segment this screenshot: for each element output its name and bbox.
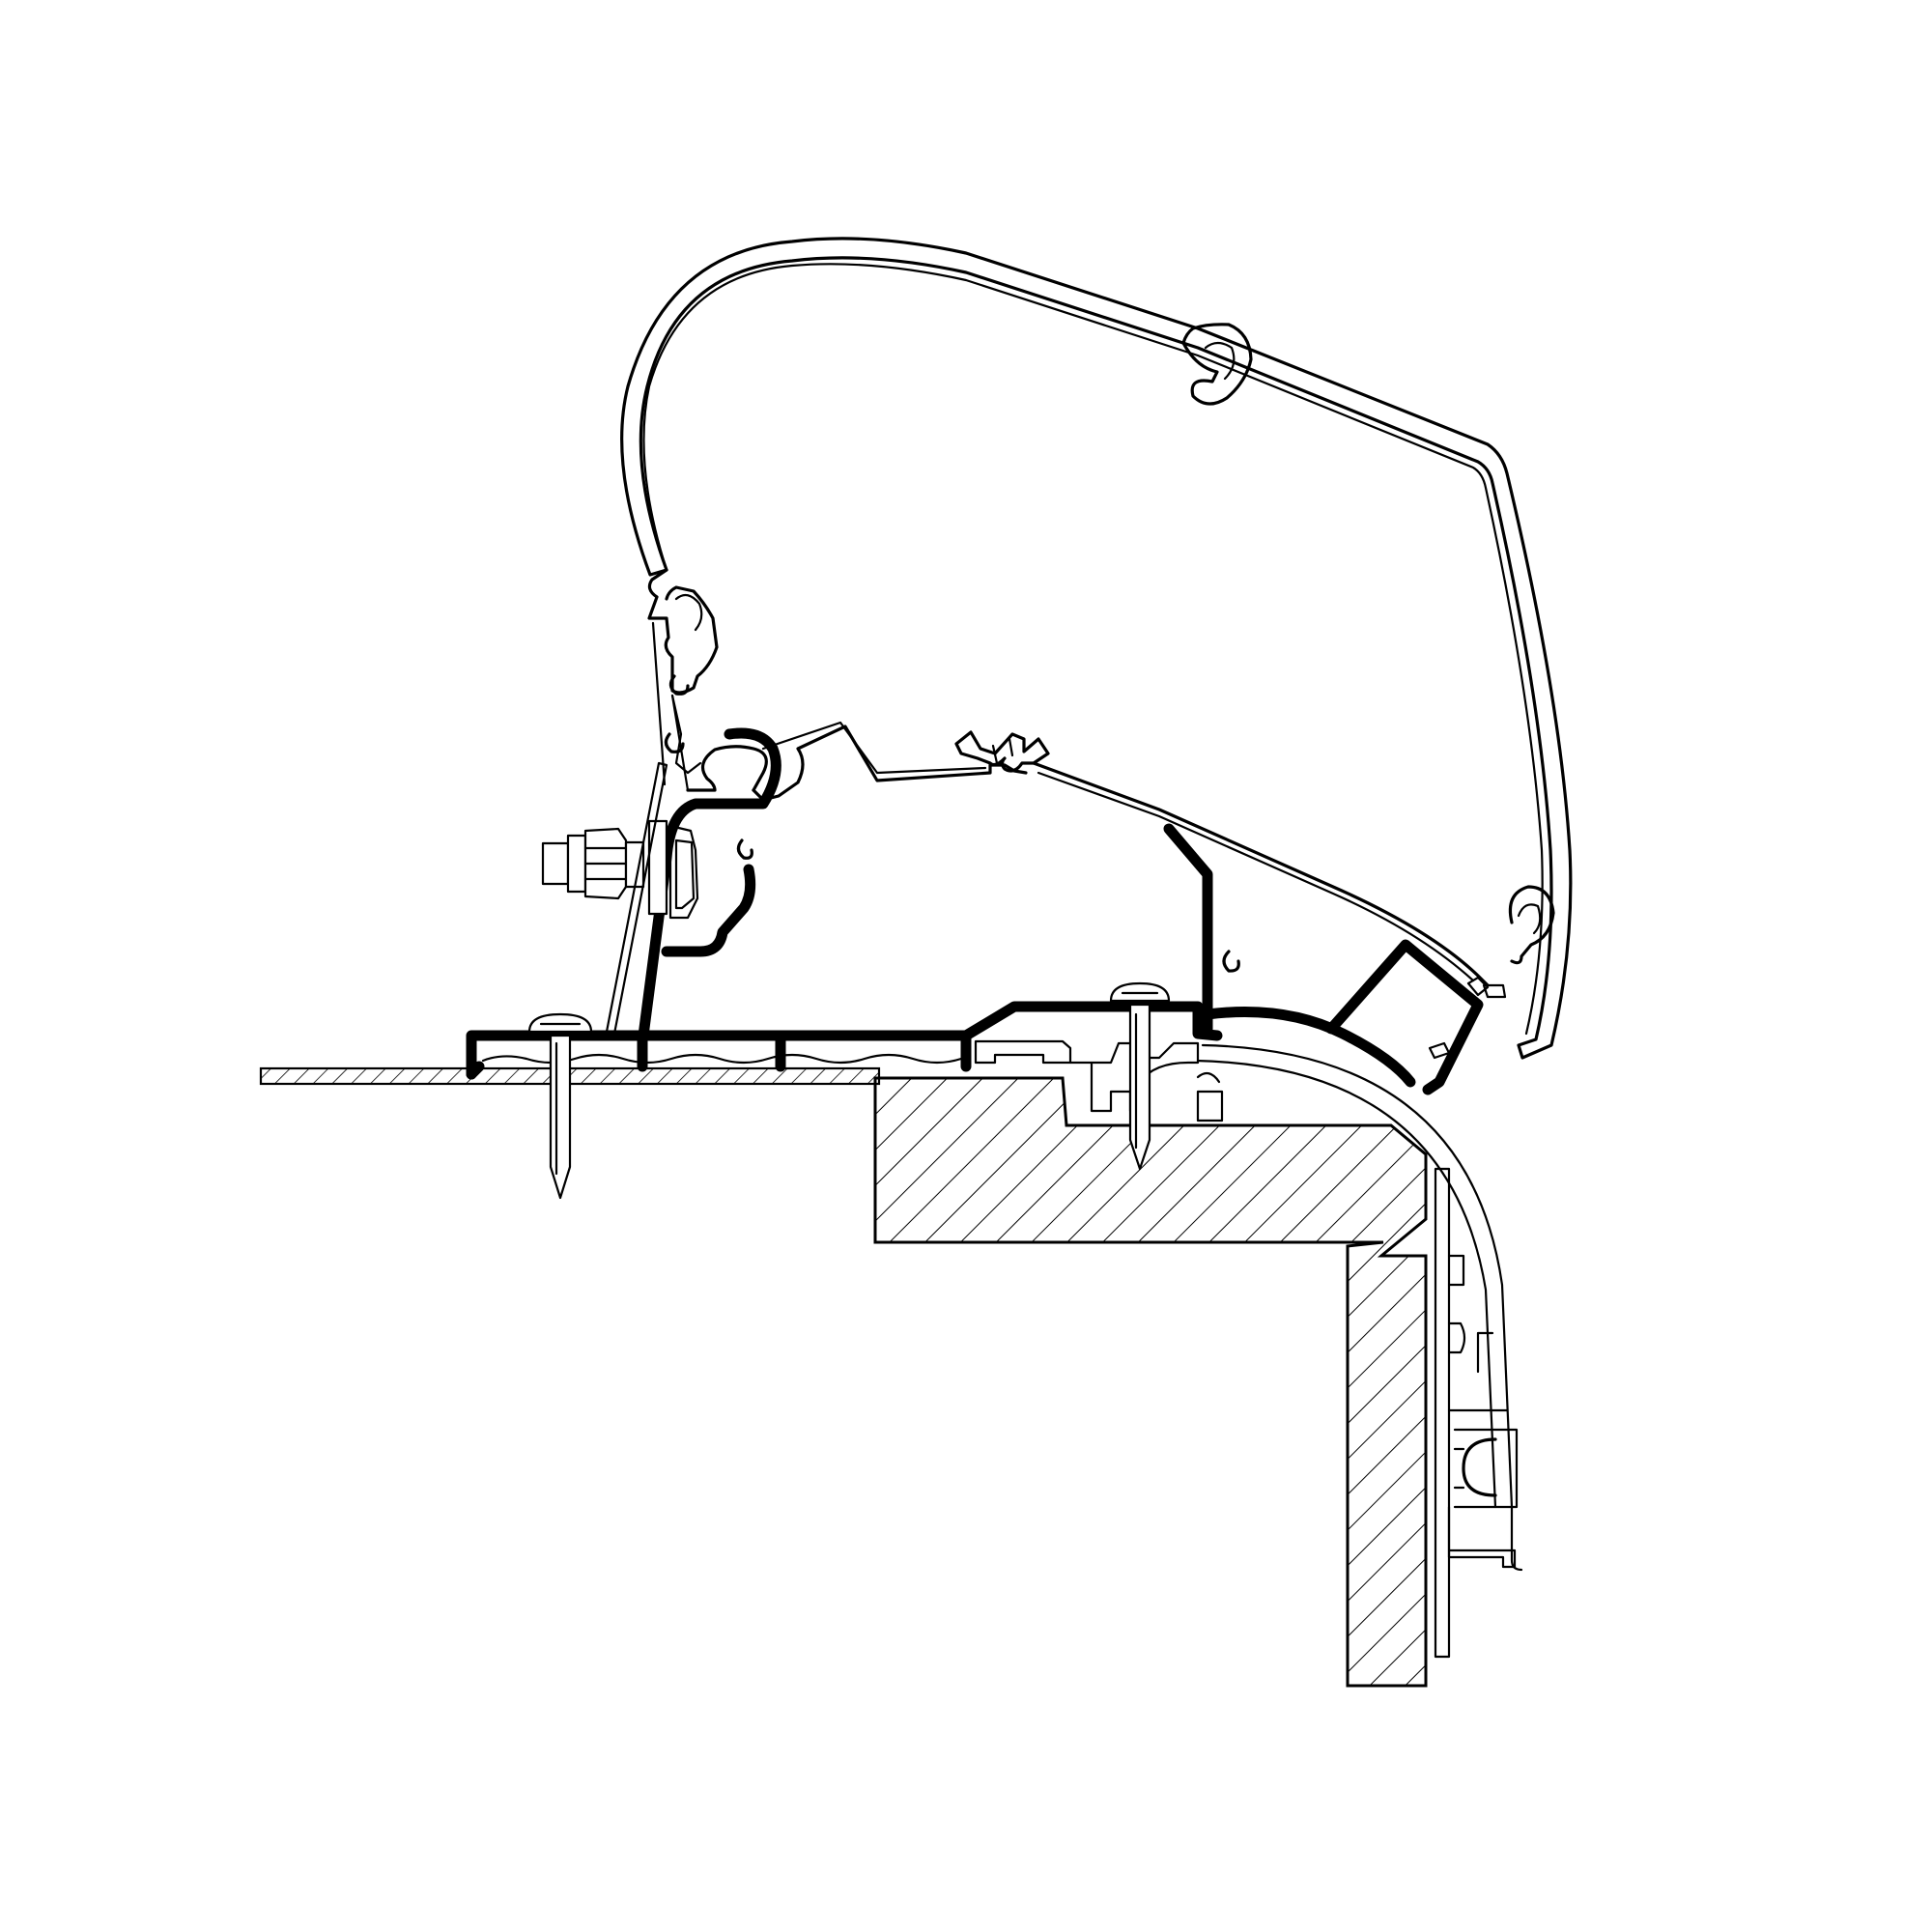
vehicle-roof — [259, 1066, 1428, 1688]
c-clip — [1462, 1437, 1497, 1497]
bolt-assembly — [541, 761, 699, 1036]
awning-cassette — [620, 237, 1573, 1060]
roof-wall-section — [873, 1076, 1428, 1688]
screw-right — [1109, 981, 1171, 1171]
mounting-adapter — [466, 727, 1484, 1095]
corner-trim-profile — [1194, 1043, 1523, 1659]
screw-left — [527, 1012, 593, 1200]
